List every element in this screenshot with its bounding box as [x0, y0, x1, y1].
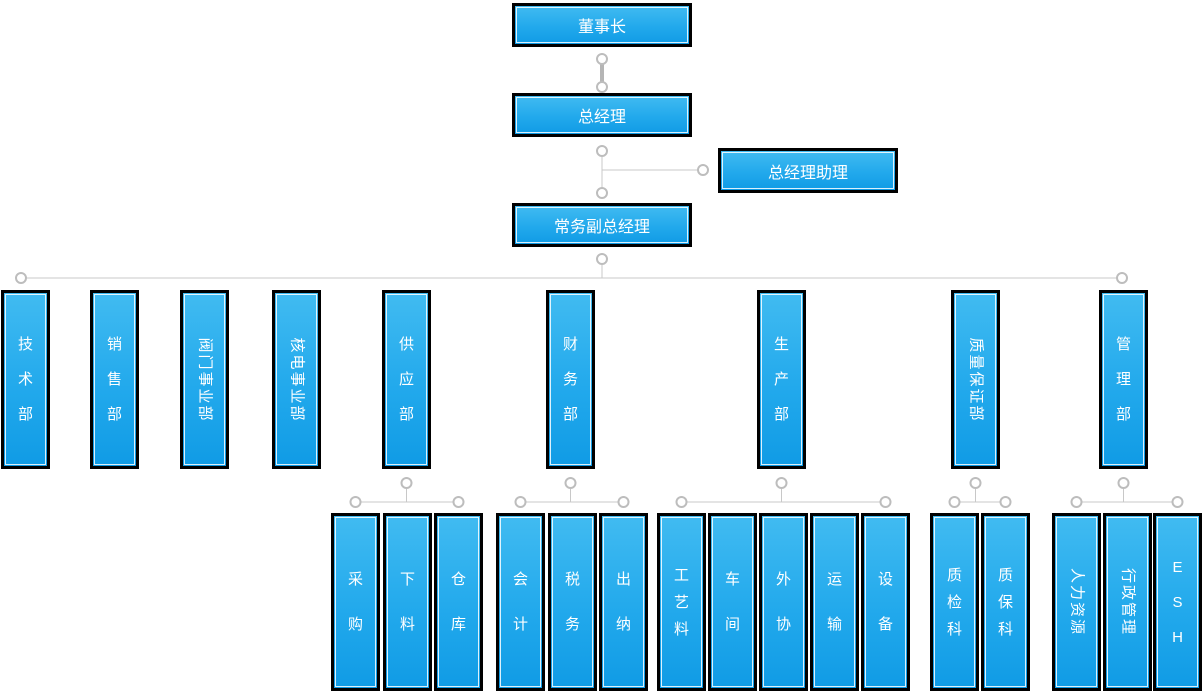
org-node-label: 质保科: [997, 566, 1013, 638]
org-node-label: 人力资源: [1068, 567, 1085, 637]
connector-admin-group: [1070, 477, 1184, 508]
org-node-label: 行政管理: [1119, 567, 1136, 637]
org-node-sub-quality-assurance[interactable]: 质保科: [981, 513, 1030, 691]
org-node-label: 采购: [347, 571, 363, 633]
org-node-dept-sales[interactable]: 销售部: [90, 290, 139, 469]
connector-dot: [617, 496, 630, 508]
connector-production-group: [675, 477, 892, 508]
org-node-label: 董事长: [577, 19, 626, 36]
org-node-dept-nuclear[interactable]: 核电事业部: [272, 290, 321, 469]
org-node-sub-equipment[interactable]: 设备: [861, 513, 910, 691]
connector-gm-deputy: [596, 145, 709, 199]
org-node-label: 车间: [724, 571, 740, 633]
org-node-sub-administration[interactable]: 行政管理: [1103, 513, 1152, 691]
org-node-sub-warehouse[interactable]: 仓库: [434, 513, 483, 691]
org-node-label: 质检科: [946, 566, 962, 638]
org-node-label: 管理部: [1115, 336, 1131, 423]
org-node-label: 生产部: [773, 336, 789, 423]
connector-dot: [349, 496, 362, 508]
org-node-sub-transport[interactable]: 运输: [810, 513, 859, 691]
org-node-general-manager[interactable]: 总经理: [512, 93, 692, 137]
connector-dot: [1171, 496, 1184, 508]
org-node-label: 仓库: [450, 571, 466, 633]
connector-dot: [775, 477, 788, 489]
connector-dot: [596, 145, 608, 157]
org-node-label: 核电事业部: [288, 336, 305, 423]
org-node-label: 运输: [826, 571, 842, 633]
org-node-sub-tax[interactable]: 税务: [548, 513, 597, 691]
connector-finance-group: [514, 477, 630, 508]
org-node-deputy-gm[interactable]: 常务副总经理: [512, 203, 692, 247]
connector-dot: [697, 164, 709, 176]
org-node-dept-valve[interactable]: 阀门事业部: [180, 290, 229, 469]
org-node-label: 税务: [564, 571, 580, 633]
connector-dot: [514, 496, 527, 508]
connector-deputy-departments: [15, 253, 1128, 284]
org-node-sub-accounting[interactable]: 会计: [496, 513, 545, 691]
connector-dot: [969, 477, 982, 489]
org-node-label: 出纳: [615, 571, 631, 633]
connector-dot: [596, 53, 608, 65]
org-node-label: 工艺料: [673, 566, 689, 638]
org-node-sub-purchasing[interactable]: 采购: [331, 513, 380, 691]
connector-dot: [1070, 496, 1083, 508]
org-node-dept-admin[interactable]: 管理部: [1099, 290, 1148, 469]
org-node-label: 质量保证部: [967, 336, 984, 423]
org-node-label: 下料: [399, 571, 415, 633]
connector-dot: [452, 496, 465, 508]
org-node-label: 设备: [877, 571, 893, 633]
org-node-label: 外协: [775, 571, 791, 633]
org-node-dept-quality[interactable]: 质量保证部: [951, 290, 1000, 469]
org-node-sub-outsourcing[interactable]: 外协: [759, 513, 808, 691]
org-node-label: 阀门事业部: [196, 336, 213, 423]
org-node-gm-assistant[interactable]: 总经理助理: [718, 148, 898, 193]
connector-supply-group: [349, 477, 465, 508]
connector-dot: [1116, 272, 1128, 284]
org-node-dept-supply[interactable]: 供应部: [382, 290, 431, 469]
connector-dot: [675, 496, 688, 508]
org-node-sub-workshop[interactable]: 车间: [708, 513, 757, 691]
org-node-sub-cutting[interactable]: 下料: [383, 513, 432, 691]
org-node-chairman[interactable]: 董事长: [512, 3, 692, 47]
org-node-sub-process-material[interactable]: 工艺料: [657, 513, 706, 691]
connector-dot: [596, 81, 608, 93]
org-node-label: 会计: [512, 571, 528, 633]
org-node-label: 总经理: [577, 109, 626, 126]
org-node-label: 供应部: [398, 336, 414, 423]
org-node-label: 常务副总经理: [553, 219, 650, 236]
connector-chairman-gm: [596, 53, 608, 93]
org-node-sub-quality-inspection[interactable]: 质检科: [930, 513, 979, 691]
org-node-label: 财务部: [562, 336, 578, 423]
connector-dot: [879, 496, 892, 508]
connector-quality-group: [948, 477, 1012, 508]
org-node-dept-finance[interactable]: 财务部: [546, 290, 595, 469]
connector-dot: [1117, 477, 1130, 489]
connector-dot: [15, 272, 27, 284]
org-node-sub-human-resources[interactable]: 人力资源: [1052, 513, 1101, 691]
connector-dot: [596, 187, 608, 199]
connector-dot: [596, 253, 608, 265]
connector-dot: [948, 496, 961, 508]
connector-dot: [564, 477, 577, 489]
org-node-label: 总经理助理: [767, 164, 848, 182]
org-node-sub-cashier[interactable]: 出纳: [599, 513, 648, 691]
connector-dot: [999, 496, 1012, 508]
org-node-label: 销售部: [106, 336, 122, 423]
connector-dot: [400, 477, 413, 489]
org-node-dept-tech[interactable]: 技术部: [1, 290, 50, 469]
org-node-dept-production[interactable]: 生产部: [757, 290, 806, 469]
org-node-label: 技术部: [17, 336, 33, 423]
